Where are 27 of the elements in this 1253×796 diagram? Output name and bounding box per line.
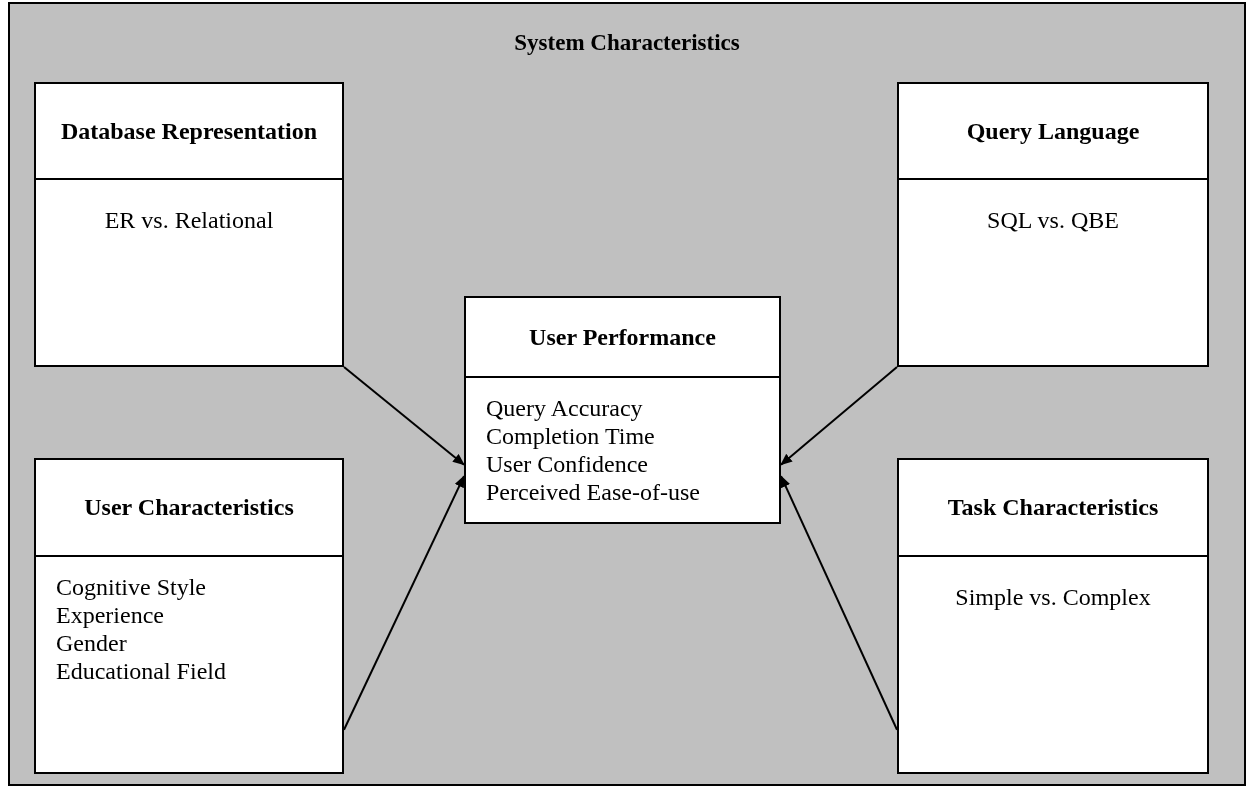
box-heading: Database Representation bbox=[59, 116, 319, 146]
process-box bbox=[34, 82, 344, 367]
box-heading: Query Language bbox=[965, 116, 1141, 146]
panel bbox=[8, 2, 1246, 786]
box-heading: User Characteristics bbox=[83, 493, 295, 522]
box-text: SQL vs. QBE bbox=[987, 206, 1119, 234]
process-box bbox=[34, 458, 344, 774]
arrow bbox=[343, 475, 465, 731]
box-text: Simple vs. Complex bbox=[955, 583, 1151, 611]
box-heading: User Performance bbox=[528, 322, 717, 352]
box-text: Experience bbox=[56, 601, 164, 629]
box-text: Perceived Ease-of-use bbox=[486, 478, 700, 506]
box-heading: Task Characteristics bbox=[946, 493, 1160, 522]
box-text: Gender bbox=[56, 629, 127, 657]
arrow bbox=[780, 475, 898, 731]
panel-title: System Characteristics bbox=[513, 30, 741, 56]
arrow bbox=[343, 366, 465, 466]
box-text: Completion Time bbox=[486, 422, 655, 450]
box-text: User Confidence bbox=[486, 450, 648, 478]
box-text: Cognitive Style bbox=[56, 573, 206, 601]
arrow bbox=[780, 366, 898, 466]
process-box bbox=[897, 458, 1209, 774]
box-text: ER vs. Relational bbox=[104, 206, 274, 234]
process-box bbox=[464, 296, 781, 524]
box-text: Query Accuracy bbox=[486, 394, 643, 422]
box-text: Educational Field bbox=[56, 657, 226, 685]
process-box bbox=[897, 82, 1209, 367]
